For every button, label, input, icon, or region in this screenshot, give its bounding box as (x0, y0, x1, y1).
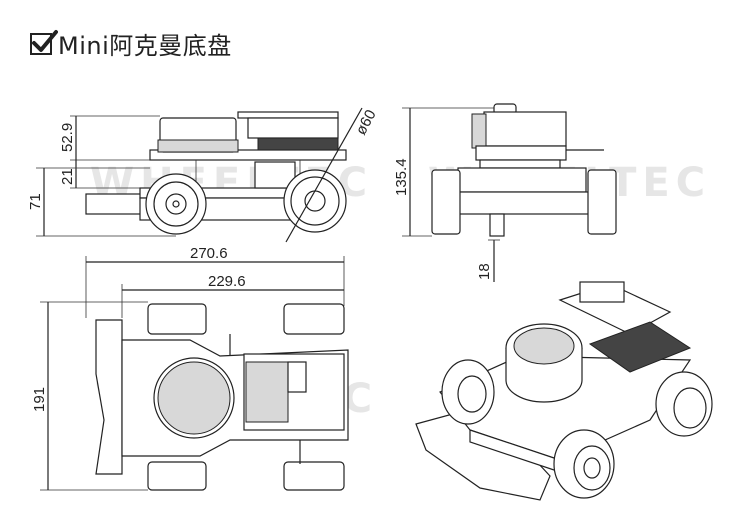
dim-top-height: 52.9 (59, 123, 76, 152)
dim-wheelbase: 229.6 (208, 273, 246, 290)
side-view: 52.9 21 71 ø60 (27, 107, 380, 243)
checkbox-checked-icon (30, 29, 58, 55)
top-view: 270.6 229.6 191 (31, 245, 349, 491)
page-title: Mini阿克曼底盘 (58, 32, 232, 60)
dim-ground-clearance: 18 (476, 263, 493, 280)
dim-wheel-height: 71 (27, 193, 44, 210)
front-view: 135.4 18 (393, 103, 617, 282)
dim-total-height: 135.4 (393, 158, 410, 196)
dim-width: 191 (31, 387, 48, 412)
dim-mid-height: 21 (59, 168, 76, 185)
dim-total-length: 270.6 (190, 245, 228, 262)
isometric-view (415, 281, 713, 501)
dim-wheel-diameter: ø60 (353, 107, 380, 138)
title-row: Mini阿克曼底盘 (30, 26, 232, 61)
